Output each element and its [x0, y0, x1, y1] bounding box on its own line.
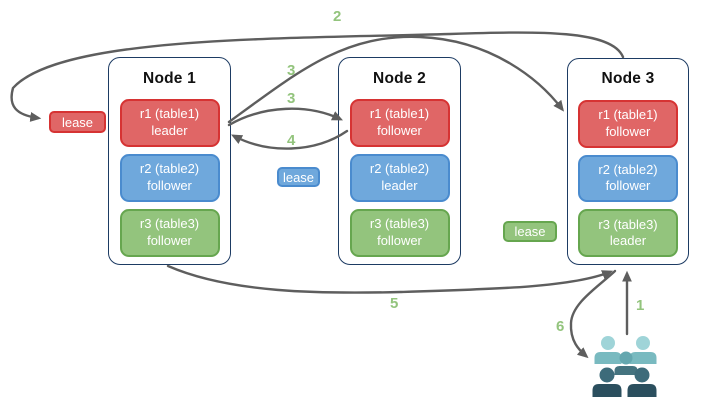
replica-role: follower: [147, 178, 192, 193]
replica-name: r2 (table2): [139, 161, 200, 177]
replica-role: follower: [605, 178, 651, 194]
node-3: Node 3 r1 (table1) follower r2 (table2) …: [567, 58, 689, 265]
replica-name: r1 (table1): [139, 106, 200, 122]
node-1-title: Node 1: [143, 69, 196, 87]
replica-name: r2 (table2): [598, 161, 658, 177]
replica-role: leader: [151, 123, 188, 138]
replica-role: follower: [605, 123, 651, 139]
step-label-3b: 3: [287, 90, 296, 107]
replica-role: follower: [147, 233, 192, 248]
person-icon: [592, 367, 622, 397]
node3-replica-r2: r2 (table2) follower: [578, 154, 678, 203]
node1-replica-r3: r3 (table3) follower: [119, 209, 220, 257]
replica-role: leader: [609, 233, 647, 249]
node1-replica-r2: r2 (table2) follower: [119, 154, 220, 202]
users-icon: [592, 336, 657, 397]
arrow-step-5: [166, 264, 614, 294]
node3-replica-r1: r1 (table1) follower: [578, 99, 678, 148]
replica-name: r3 (table3): [369, 216, 430, 232]
step-label-3a: 3: [287, 62, 296, 79]
node-3-title: Node 3: [601, 70, 655, 88]
replica-name: r1 (table1): [598, 107, 658, 123]
person-icon: [594, 336, 622, 364]
node2-replica-r3: r3 (table3) follower: [349, 209, 450, 257]
person-icon: [627, 367, 657, 397]
person-icon: [614, 351, 638, 375]
arrow-step-3-to-node2: [227, 107, 343, 127]
node3-replica-r3: r3 (table3) leader: [578, 209, 678, 258]
step-label-6: 6: [556, 318, 565, 335]
step-label-2: 2: [333, 8, 342, 25]
replica-name: r3 (table3): [139, 216, 200, 232]
replica-role: follower: [377, 123, 422, 138]
step-label-1: 1: [636, 297, 645, 314]
node-2: Node 2 r1 (table1) follower r2 (table2) …: [338, 57, 461, 265]
step-label-4: 4: [287, 132, 296, 149]
lease-badge-r2: lease: [277, 167, 320, 187]
step-label-5: 5: [390, 295, 399, 312]
node2-replica-r1: r1 (table1) follower: [349, 99, 450, 147]
lease-badge-r1: lease: [49, 111, 106, 133]
node1-replica-r1: r1 (table1) leader: [119, 99, 220, 147]
person-icon: [629, 336, 657, 364]
replica-role: follower: [377, 233, 422, 248]
lease-badge-r3: lease: [503, 221, 557, 242]
node-1: Node 1 r1 (table1) leader r2 (table2) fo…: [108, 57, 231, 265]
replica-name: r1 (table1): [369, 106, 430, 122]
replica-name: r3 (table3): [598, 216, 658, 232]
node2-replica-r2: r2 (table2) leader: [349, 154, 450, 202]
arrow-step-2: [10, 31, 625, 122]
replica-name: r2 (table2): [369, 161, 430, 177]
replica-role: leader: [381, 178, 418, 193]
node-2-title: Node 2: [373, 69, 426, 87]
